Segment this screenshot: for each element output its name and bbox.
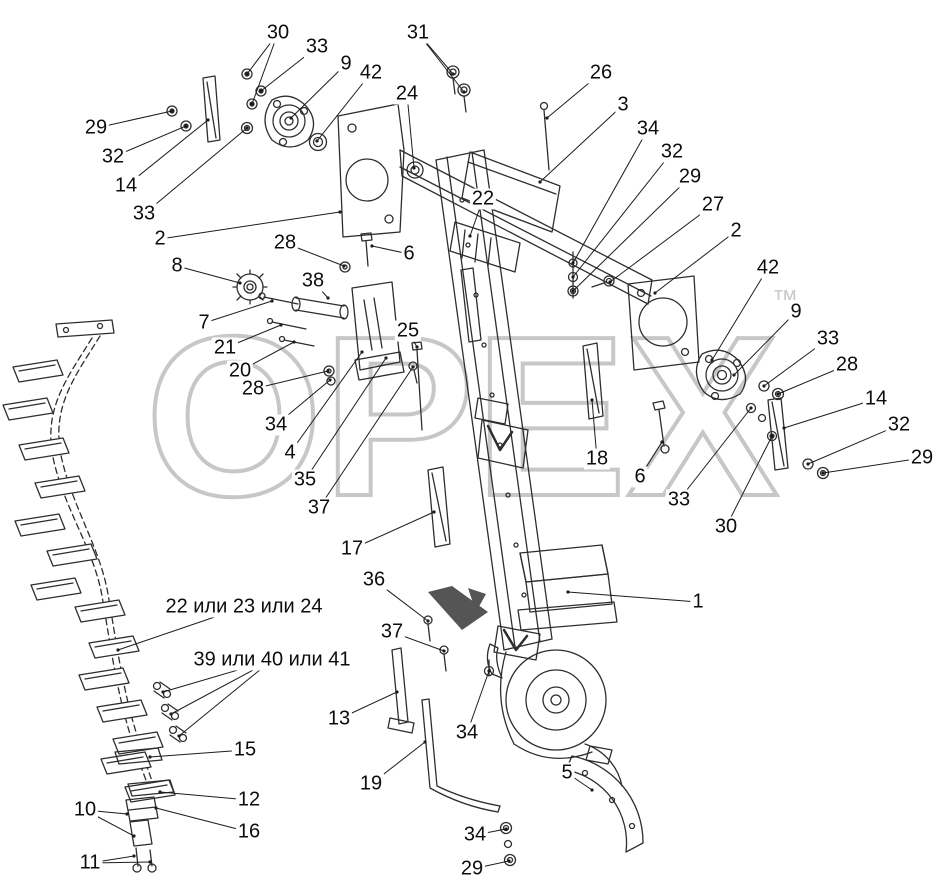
callout-31: 31: [404, 21, 432, 44]
callout-37: 37: [305, 496, 333, 519]
callout-33: 33: [814, 327, 842, 350]
callout-15: 15: [231, 738, 259, 761]
scraper-paddle-edge: [118, 736, 156, 744]
callout-34: 34: [262, 413, 290, 436]
chain-link-roller: [152, 681, 162, 691]
callout-28: 28: [833, 353, 861, 376]
callout-3: 3: [615, 93, 631, 116]
callout-36: 36: [360, 568, 388, 591]
callout-6: 6: [632, 465, 648, 488]
callout-29: 29: [458, 857, 486, 880]
callout-29: 29: [676, 165, 704, 188]
callout-1: 1: [690, 590, 706, 613]
callout-29: 29: [908, 446, 936, 469]
callout-32: 32: [658, 140, 686, 163]
chain-paddles: [2, 359, 176, 803]
callout-34: 34: [461, 823, 489, 846]
callout-9: 9: [788, 300, 804, 323]
callout-38: 38: [299, 269, 327, 292]
callout-26: 26: [587, 61, 615, 84]
callout-30: 30: [712, 515, 740, 538]
scraper-paddle-edge: [106, 756, 144, 764]
chain-link-plate: [169, 734, 181, 743]
chain-link-roller: [168, 725, 178, 735]
rod-19: [421, 698, 501, 813]
callout-30: 30: [264, 21, 292, 44]
callout-8: 8: [169, 254, 185, 277]
callout-33: 33: [303, 35, 331, 58]
callout-17: 17: [338, 537, 366, 560]
callout-14: 14: [112, 174, 140, 197]
callout-5: 5: [559, 761, 575, 784]
callout-6: 6: [401, 242, 417, 265]
callout-27: 27: [699, 193, 727, 216]
callout-21: 21: [211, 336, 239, 359]
scraper-paddle-edge: [18, 364, 56, 372]
callout-12: 12: [235, 788, 263, 811]
callout-33: 33: [130, 202, 158, 225]
roller-38: [258, 292, 349, 320]
callout-14: 14: [862, 387, 890, 410]
callout-16: 16: [235, 820, 263, 843]
callout-33: 33: [665, 488, 693, 511]
main-boom: [435, 149, 553, 651]
callout-13: 13: [325, 707, 353, 730]
callout-2: 2: [728, 219, 744, 242]
callout-22: 22: [469, 187, 497, 210]
scraper-paddle-edge: [40, 480, 78, 488]
callout-29: 29: [82, 116, 110, 139]
scraper-paddle-edge: [52, 548, 90, 556]
scraper-paddle-edge: [102, 704, 140, 712]
callout-7: 7: [196, 311, 212, 334]
chain-link-roller: [160, 703, 170, 713]
callout-28: 28: [271, 231, 299, 254]
callout-4: 4: [282, 441, 298, 464]
callout-2: 2: [152, 227, 168, 250]
callout-42: 42: [754, 256, 782, 279]
callout-25: 25: [394, 319, 422, 342]
bolt-25: [411, 341, 423, 431]
callout-42: 42: [357, 61, 385, 84]
callout-35: 35: [291, 468, 319, 491]
scraper-paddle-edge: [130, 784, 168, 792]
callout-10: 10: [71, 798, 99, 821]
callout-32: 32: [885, 413, 913, 436]
callout-32: 32: [99, 145, 127, 168]
scraper-paddle-edge: [20, 518, 58, 526]
chain-link-plate: [153, 690, 165, 699]
scraper-paddle-edge: [80, 604, 118, 612]
callout-11: 11: [77, 851, 103, 874]
callout-9: 9: [338, 52, 354, 75]
dark-fragment: [428, 586, 488, 630]
scraper-paddle-edge: [84, 672, 122, 680]
callout-22-или-23-или-24: 22 или 23 или 24: [163, 595, 325, 618]
scraper-paddle-edge: [24, 442, 62, 450]
callout-39-или-40-или-41: 39 или 40 или 41: [191, 648, 353, 671]
scraper-paddle-edge: [8, 402, 46, 410]
callout-18: 18: [583, 447, 611, 470]
scraper-paddle-edge: [36, 582, 74, 590]
chain-link-plate: [161, 712, 173, 721]
callout-24: 24: [393, 82, 421, 105]
callout-19: 19: [357, 772, 385, 795]
callout-34: 34: [634, 117, 662, 140]
callout-28: 28: [239, 377, 267, 400]
callout-37: 37: [378, 620, 406, 643]
callout-34: 34: [453, 721, 481, 744]
chute-box: [517, 544, 618, 631]
